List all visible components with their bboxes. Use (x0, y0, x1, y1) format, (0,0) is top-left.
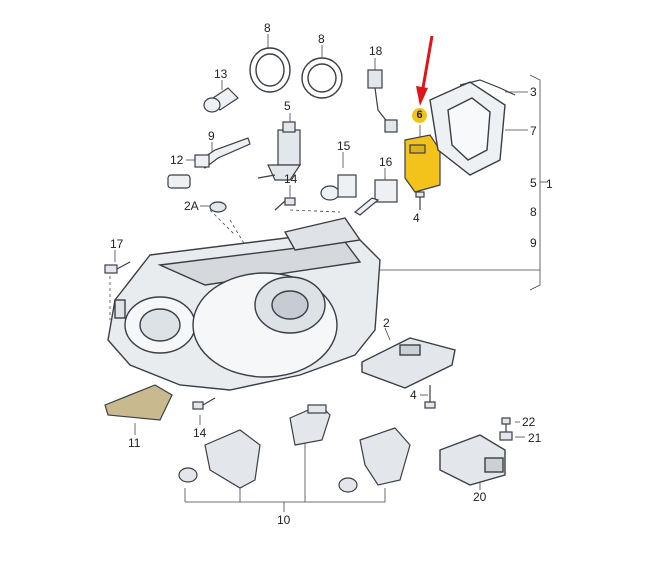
callout-2a: 2A (184, 199, 199, 213)
cap-2a (209, 201, 227, 213)
callout-13: 13 (214, 67, 228, 81)
screw-14-lower (192, 397, 216, 410)
screw-22-nut-21 (499, 417, 513, 441)
callout-3: 3 (530, 85, 537, 99)
callout-9b: 9 (530, 236, 537, 250)
callout-8a: 8 (264, 21, 271, 35)
retaining-rings-8 (249, 47, 343, 99)
callout-9a: 9 (208, 129, 215, 143)
callout-1: 1 (546, 177, 553, 191)
callout-5b: 5 (530, 176, 537, 190)
screw-17 (104, 261, 131, 274)
leader-lines (109, 34, 548, 512)
brackets-10 (178, 404, 411, 493)
screw-14-top (274, 197, 296, 211)
callout-8c: 8 (530, 205, 537, 219)
callout-8b: 8 (318, 32, 325, 46)
bulb-16 (353, 179, 398, 216)
callout-12: 12 (170, 153, 184, 167)
bulb-15 (320, 174, 357, 201)
callout-14a: 14 (284, 172, 298, 186)
callout-10: 10 (277, 513, 291, 527)
bulb-12 (167, 174, 191, 189)
callout-15: 15 (337, 139, 351, 153)
callout-16: 16 (379, 155, 393, 169)
callout-22: 22 (522, 415, 536, 429)
socket-9 (194, 137, 251, 169)
igniter-6 (404, 134, 441, 193)
cover-7 (429, 81, 506, 176)
clip-3 (459, 79, 516, 96)
callout-21: 21 (528, 431, 542, 445)
headlight-housing (107, 217, 381, 391)
screw-4-top (415, 191, 425, 210)
callout-18: 18 (369, 44, 383, 58)
control-unit-2 (361, 337, 456, 389)
callout-4a: 4 (413, 211, 420, 225)
cable-18 (367, 69, 398, 133)
red-arrow (416, 35, 434, 106)
lens-11 (104, 384, 173, 421)
callout-14b: 14 (193, 426, 207, 440)
callout-5a: 5 (284, 99, 291, 113)
screw-4-lower (424, 385, 436, 409)
control-unit-20 (439, 434, 506, 486)
callout-7: 7 (530, 124, 537, 138)
callout-20: 20 (473, 490, 487, 504)
bulb-holder-5 (257, 121, 302, 181)
callout-11: 11 (128, 436, 141, 450)
bulb-13 (203, 87, 239, 113)
callout-17: 17 (110, 237, 124, 251)
callout-2: 2 (383, 316, 390, 330)
callout-4b: 4 (410, 388, 417, 402)
callout-6-highlighted: 6 (412, 108, 427, 123)
